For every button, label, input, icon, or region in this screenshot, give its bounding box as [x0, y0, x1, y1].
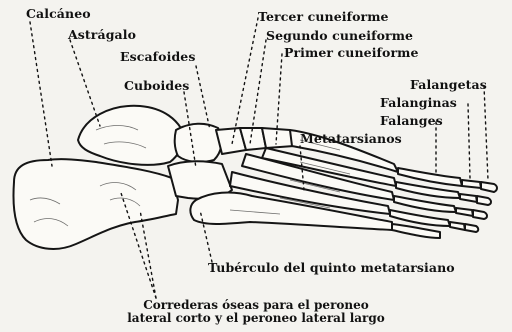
- leader-falangetas: [484, 86, 488, 180]
- leader-falanginas: [468, 104, 470, 178]
- label-falangetas: Falangetas: [410, 78, 487, 92]
- label-tuberculo-quinto-metatarsiano: Tubérculo del quinto metatarsiano: [208, 261, 455, 275]
- leader-calcaneo: [30, 22, 52, 166]
- label-metatarsianos: Metatarsianos: [300, 132, 402, 146]
- label-falanges: Falanges: [380, 114, 443, 128]
- label-tercer-cuneiforme: Tercer cuneiforme: [258, 10, 389, 24]
- label-cuboides: Cuboides: [124, 79, 189, 93]
- label-primer-cuneiforme: Primer cuneiforme: [284, 46, 419, 60]
- label-escafoides: Escafoides: [120, 50, 195, 64]
- leader-escafoides: [196, 66, 210, 130]
- leader-tercer-cuneiforme: [232, 18, 258, 144]
- caption-correderas: Correderas óseas para el peroneo lateral…: [106, 299, 406, 325]
- talus-bone: [78, 106, 184, 165]
- calcaneus-bone: [14, 159, 179, 249]
- caption-line-2: lateral corto y el peroneo lateral largo: [106, 312, 406, 325]
- label-falanginas: Falanginas: [380, 96, 457, 110]
- navicular-bone: [175, 124, 222, 162]
- leader-astragalo: [70, 40, 100, 126]
- label-segundo-cuneiforme: Segundo cuneiforme: [266, 29, 413, 43]
- leader-correderas: [140, 210, 156, 298]
- label-calcaneo: Calcáneo: [26, 7, 91, 21]
- label-astragalo: Astrágalo: [68, 28, 136, 42]
